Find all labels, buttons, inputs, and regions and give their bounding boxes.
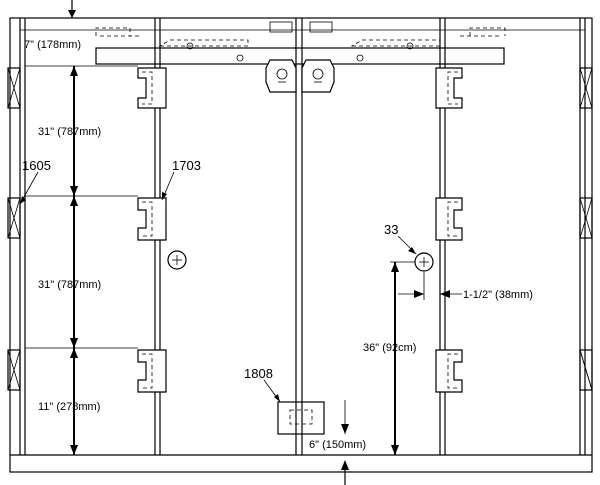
hinge-left-bottom [137,349,167,393]
dim-handle-offset-label: 1-1/2" (38mm) [463,289,533,301]
left-hinges [137,67,167,393]
callout-jamb-hinge: 1605 [22,158,51,173]
hinge-right-middle [435,197,463,241]
hinge-left-top [137,67,167,109]
right-jamb-blocks [579,67,593,391]
dim-bottom-bolt-label: 6" (150mm) [309,439,366,451]
hinge-left-middle [137,197,167,241]
dim-top-label: 7" (178mm) [24,39,81,51]
dim-bottom-hinge-label: 11" (278mm) [38,401,100,413]
dim-middle-hinge-label: 31" (787mm) [38,279,101,291]
handle-left [167,250,187,270]
dim-upper-hinge-label: 31" (787mm) [38,126,101,138]
hinge-right-bottom [435,349,463,393]
right-hinges [435,67,463,393]
pivot-bracket-right [301,59,335,93]
dim-handle-height-label: 36" (92cm) [363,342,416,354]
handle-right [414,252,434,272]
flush-bolt [277,401,325,435]
callout-door-hinge: 1703 [172,158,201,173]
dimension-lines [19,0,462,485]
hinge-right-top [435,67,463,109]
left-jamb-blocks [7,67,21,391]
callout-handle: 33 [384,222,398,237]
callout-flush-bolt: 1808 [244,366,273,381]
pivot-bracket-left [265,59,297,93]
